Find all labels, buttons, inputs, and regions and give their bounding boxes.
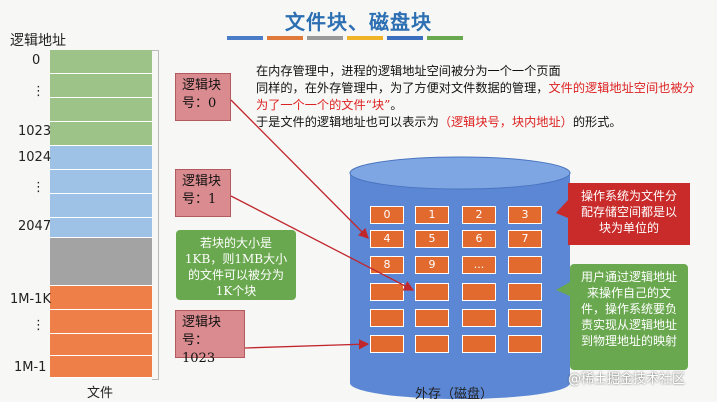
file-block-orange — [50, 310, 152, 334]
desc-line-2: 同样的，在外存管理中，为了方便对文件数据的管理，文件的逻辑地址空间也被分为了一个… — [256, 81, 695, 112]
file-block-orange — [50, 356, 152, 378]
file-bracket — [152, 50, 159, 380]
addr-1024: 1024 — [18, 150, 52, 165]
bar-4 — [347, 36, 383, 40]
desc-line-1: 在内存管理中，进程的逻辑地址空间被分为一个一个页面 — [256, 64, 561, 78]
disk-block — [415, 283, 449, 301]
disk-block-1: 1 — [415, 206, 449, 224]
disk-block-3: 3 — [508, 206, 542, 224]
file-block-blue — [50, 218, 152, 238]
addr-1m-1: 1M-1 — [14, 360, 47, 375]
disk-block — [462, 309, 496, 327]
os-block-note: 操作系统为文件分配存储空间都是以块为单位的 — [568, 183, 690, 245]
disk-block-7: 7 — [508, 230, 542, 248]
disk-block — [508, 335, 542, 353]
addr-2047: 2047 — [18, 219, 52, 234]
disk-block — [370, 309, 404, 327]
file-block-green — [50, 50, 152, 74]
file-block-orange — [50, 286, 152, 310]
disk-block — [508, 256, 542, 274]
disk-block — [415, 309, 449, 327]
addr-dots: ⋮ — [32, 180, 45, 195]
disk-block-5: 5 — [415, 230, 449, 248]
disk-block — [370, 335, 404, 353]
file-block-blue — [50, 146, 152, 170]
bar-5 — [387, 36, 423, 40]
bar-1 — [227, 36, 263, 40]
callout-block-1023: 逻辑块号：1023 — [175, 310, 245, 366]
disk-block-6: 6 — [462, 230, 496, 248]
disk-block — [462, 335, 496, 353]
addr-0: 0 — [32, 53, 41, 68]
user-mapping-note: 用户通过逻辑地址来操作自己的文件，操作系统要负责实现从逻辑地址到物理地址的映射 — [570, 264, 688, 370]
file-block-green — [50, 98, 152, 122]
disk-block — [508, 309, 542, 327]
disk-block-9: 9 — [415, 256, 449, 274]
arrow-block1023 — [244, 339, 370, 350]
file-gap-gray — [50, 238, 152, 286]
desc-highlight-1: 文件的逻辑地址空间也被分为了一个一个的文件“块” — [256, 81, 695, 112]
addr-1023: 1023 — [18, 124, 52, 139]
page-title: 文件块、磁盘块 — [285, 10, 432, 34]
desc-highlight-2: （逻辑块号，块内地址） — [438, 115, 573, 129]
disk-block-0: 0 — [370, 206, 404, 224]
disk-block-2: 2 — [462, 206, 496, 224]
disk-block — [370, 283, 404, 301]
arrow-block0 — [230, 99, 369, 239]
disk-block-ellipsis: ... — [462, 256, 496, 274]
addr-dots: ⋮ — [32, 318, 45, 333]
description: 在内存管理中，进程的逻辑地址空间被分为一个一个页面 同样的，在外存管理中，为了方… — [256, 63, 696, 131]
disk-block-4: 4 — [370, 230, 404, 248]
bar-2 — [267, 36, 303, 40]
watermark: @稀土掘金技术社区 — [568, 372, 686, 387]
block-size-note: 若块的大小是1KB，则1MB大小的文件可以被分为1K个块 — [176, 230, 296, 300]
bar-3 — [307, 36, 343, 40]
file-block-green — [50, 122, 152, 146]
file-block-orange — [50, 334, 152, 356]
callout-block-0: 逻辑块号：0 — [175, 73, 231, 121]
disk-block — [462, 283, 496, 301]
disk-block — [415, 335, 449, 353]
title-underline-bars — [227, 36, 463, 40]
file-block-green — [50, 74, 152, 98]
file-label: 文件 — [87, 386, 114, 401]
addr-1m-1k: 1M-1K — [10, 292, 51, 307]
arrow-block1 — [230, 195, 415, 291]
disk-label: 外存（磁盘） — [415, 387, 494, 402]
bar-6 — [427, 36, 463, 40]
logical-address-label: 逻辑地址 — [10, 33, 66, 49]
desc-line-3: 于是文件的逻辑地址也可以表示为（逻辑块号，块内地址）的形式。 — [256, 115, 622, 129]
user-note-pointer — [556, 282, 570, 296]
file-column — [50, 50, 152, 378]
file-block-blue — [50, 170, 152, 194]
os-note-pointer — [556, 200, 568, 218]
disk-block-8: 8 — [370, 256, 404, 274]
file-block-blue — [50, 194, 152, 218]
callout-block-1: 逻辑块号：1 — [175, 169, 231, 217]
disk-block — [508, 283, 542, 301]
addr-dots: ⋮ — [32, 84, 45, 99]
